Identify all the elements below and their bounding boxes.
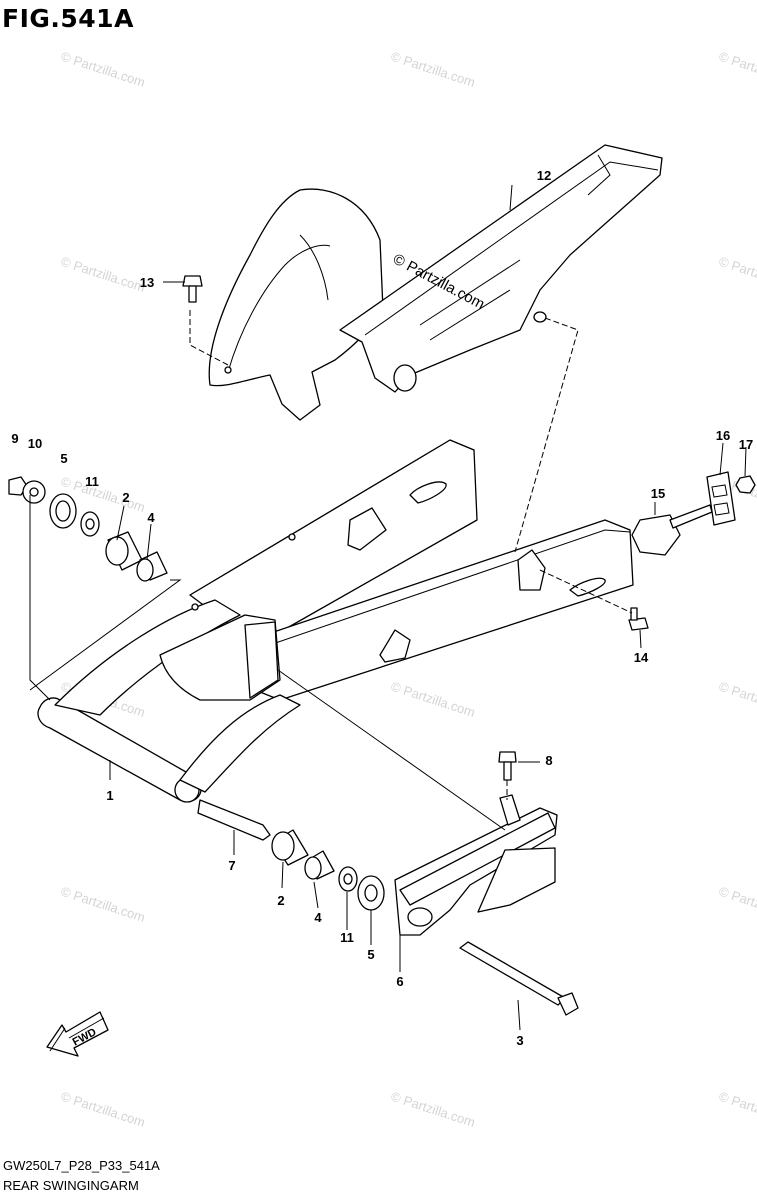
callout-9: 9 [11,431,18,446]
callout-13: 13 [140,275,154,290]
watermark: © Partzilla.com [59,254,147,295]
callout-5: 5 [60,451,67,466]
callout-10: 10 [28,436,42,451]
callout-3: 3 [516,1033,523,1048]
figure-name: REAR SWINGINGARM [3,1178,139,1193]
chain-case [208,144,663,421]
watermark: © Partzilla.com [717,679,757,720]
watermark: © Partzilla.com [717,1089,757,1130]
alignment-lines [29,310,633,831]
callout-2: 2 [122,490,129,505]
figure-title: FIG.541A [2,4,134,33]
callout-15: 15 [651,486,665,501]
callout-8: 8 [545,753,552,768]
callout-17: 17 [739,437,753,452]
callout-12: 12 [537,168,551,183]
callout-7: 7 [228,858,235,873]
figure-code: GW250L7_P28_P33_541A [3,1158,160,1173]
callout-4: 4 [147,510,155,525]
watermark: © Partzilla.com [389,1089,477,1130]
callout-11: 11 [340,930,354,945]
watermark: © Partzilla.com [717,49,757,90]
callout-1: 1 [106,788,113,803]
watermark: © Partzilla.com [717,254,757,295]
callout-leaders [109,184,747,1031]
watermark: © Partzilla.com [59,884,147,925]
watermark: © Partzilla.com [59,1089,147,1130]
watermark: © Partzilla.com [389,679,477,720]
callout-11: 11 [85,474,99,489]
chain-guide [394,794,558,936]
fwd-arrow: FWD [46,1011,109,1057]
callout-labels: 1 2 2 3 4 4 5 5 6 7 8 9 10 11 11 12 13 1… [11,168,753,1048]
callout-2: 2 [277,893,284,908]
callout-4: 4 [314,910,322,925]
callout-16: 16 [716,428,730,443]
watermark: © Partzilla.com [717,884,757,925]
callout-6: 6 [396,974,403,989]
callout-5: 5 [367,947,374,962]
swingarm [37,439,634,803]
callout-14: 14 [634,650,649,665]
watermark: © Partzilla.com [389,49,477,90]
watermark: © Partzilla.com [59,49,147,90]
